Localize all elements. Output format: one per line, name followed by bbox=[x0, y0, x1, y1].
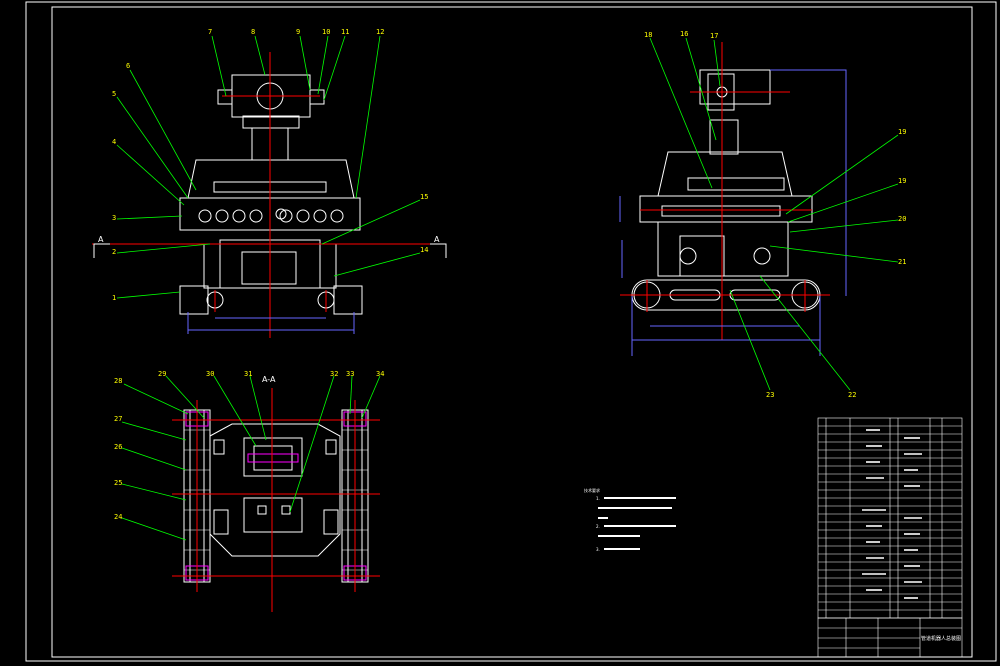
side-callout-20: 20 bbox=[898, 215, 906, 223]
front-callout-11: 11 bbox=[341, 28, 349, 36]
bom-entries bbox=[862, 429, 922, 599]
front-callout-15: 15 bbox=[420, 193, 428, 201]
front-dimensions bbox=[187, 312, 355, 334]
section-center-lines bbox=[172, 388, 380, 612]
section-callout-29: 29 bbox=[158, 370, 166, 378]
section-callout-27: 27 bbox=[114, 415, 122, 423]
front-callout-8: 8 bbox=[251, 28, 255, 36]
section-callout-31: 31 bbox=[244, 370, 252, 378]
section-callout-30: 30 bbox=[206, 370, 214, 378]
side-callout-19a: 19 bbox=[898, 128, 906, 136]
title-block-name: 管道机器人总装图 bbox=[921, 635, 961, 642]
section-leaders bbox=[121, 375, 381, 541]
section-label: A-A bbox=[262, 375, 276, 384]
side-dimensions bbox=[619, 69, 847, 356]
tech-notes-line-2: 2. bbox=[596, 524, 600, 529]
cut-label-right: A bbox=[434, 235, 440, 244]
tech-notes-line-1: 1. bbox=[596, 496, 600, 501]
section-callout-26: 26 bbox=[114, 443, 122, 451]
tech-notes-line-3: 3. bbox=[596, 547, 600, 552]
front-callout-5: 5 bbox=[112, 90, 116, 98]
front-leaders bbox=[116, 35, 421, 299]
front-callout-10: 10 bbox=[322, 28, 330, 36]
title-block bbox=[817, 617, 963, 658]
side-callout-18: 18 bbox=[644, 31, 652, 39]
section-callout-32: 32 bbox=[330, 370, 338, 378]
front-view bbox=[179, 74, 363, 315]
side-callout-17: 17 bbox=[710, 32, 718, 40]
section-callout-24: 24 bbox=[114, 513, 122, 521]
section-callout-25: 25 bbox=[114, 479, 122, 487]
front-callout-7: 7 bbox=[208, 28, 212, 36]
side-leaders bbox=[649, 37, 899, 391]
section-hidden-lines bbox=[185, 411, 367, 581]
bom-table bbox=[817, 417, 963, 619]
side-callout-19b: 19 bbox=[898, 177, 906, 185]
tech-notes: 技术要求 1. 2. 3. bbox=[584, 487, 676, 552]
section-view bbox=[183, 409, 369, 583]
side-callout-16: 16 bbox=[680, 30, 688, 38]
front-callout-14: 14 bbox=[420, 246, 428, 254]
section-callout-28: 28 bbox=[114, 377, 122, 385]
cut-markers bbox=[93, 243, 447, 258]
tech-notes-heading: 技术要求 bbox=[584, 487, 600, 493]
front-callout-12: 12 bbox=[376, 28, 384, 36]
side-center-lines bbox=[620, 42, 830, 340]
front-callout-3: 3 bbox=[112, 214, 116, 222]
side-view bbox=[631, 69, 821, 311]
side-callout-21: 21 bbox=[898, 258, 906, 266]
section-callout-34: 34 bbox=[376, 370, 384, 378]
front-callout-6: 6 bbox=[126, 62, 130, 70]
front-callout-4: 4 bbox=[112, 138, 116, 146]
front-callout-2: 2 bbox=[112, 248, 116, 256]
front-callout-9: 9 bbox=[296, 28, 300, 36]
sheet-border-inner bbox=[51, 6, 973, 658]
front-center-lines bbox=[92, 52, 440, 338]
front-callout-1: 1 bbox=[112, 294, 116, 302]
side-callout-22: 22 bbox=[848, 391, 856, 399]
sheet-border-outer bbox=[25, 1, 997, 662]
section-callout-33: 33 bbox=[346, 370, 354, 378]
side-callout-23: 23 bbox=[766, 391, 774, 399]
cut-label-left: A bbox=[98, 235, 104, 244]
tech-notes-text-lines bbox=[598, 497, 676, 550]
